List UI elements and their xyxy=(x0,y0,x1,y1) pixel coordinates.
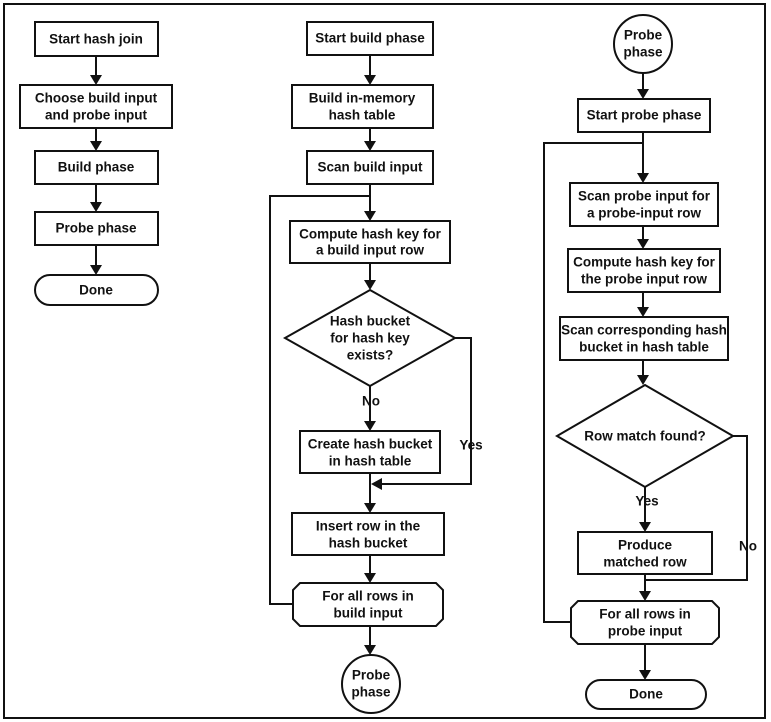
edge-loop-back xyxy=(543,142,643,623)
row-match-label: Row match found? xyxy=(584,429,706,444)
bucket-exists-decision: Hash bucket for hash key exists? xyxy=(282,288,458,388)
start-build-phase-box: Start build phase xyxy=(306,21,434,56)
scan-build-input-label: Scan build input xyxy=(318,160,423,175)
arrowhead xyxy=(364,503,376,513)
start-hash-join-box: Start hash join xyxy=(34,21,159,57)
arrowhead xyxy=(364,211,376,221)
loop-build-line1: For all rows in xyxy=(322,589,414,604)
arrowhead xyxy=(639,670,651,680)
left-column: Start hash join Choose build input and p… xyxy=(19,21,173,306)
arrowhead xyxy=(364,141,376,151)
arrowhead xyxy=(639,522,651,532)
arrowhead xyxy=(637,89,649,99)
scan-probe-input-box: Scan probe input for a probe-input row xyxy=(569,182,719,227)
arrowhead xyxy=(90,202,102,212)
scan-bucket-line2: bucket in hash table xyxy=(579,340,709,355)
edge-yes-branch xyxy=(380,337,472,485)
compute-hash-key-line2: a build input row xyxy=(316,243,424,258)
produce-row-box: Produce matched row xyxy=(577,531,713,575)
probe-phase-connector: Probe phase xyxy=(341,654,401,714)
arrowhead xyxy=(637,173,649,183)
loop-all-build-rows: For all rows in build input xyxy=(292,582,444,627)
bucket-exists-line3: exists? xyxy=(347,348,394,363)
build-column: Start build phase Build in-memory hash t… xyxy=(269,21,483,714)
insert-row-line1: Insert row in the xyxy=(316,519,421,534)
probe-connector-line1: Probe xyxy=(352,668,391,683)
arrowhead xyxy=(637,375,649,385)
bucket-exists-line2: for hash key xyxy=(330,331,410,346)
yes-branch-label: Yes xyxy=(635,494,658,509)
arrowhead xyxy=(364,280,376,290)
produce-row-line1: Produce xyxy=(618,538,673,553)
probe-phase-label: Probe phase xyxy=(55,221,137,236)
scan-bucket-box: Scan corresponding hash bucket in hash t… xyxy=(559,316,729,361)
scan-bucket-line1: Scan corresponding hash xyxy=(561,323,727,338)
create-bucket-line2: in hash table xyxy=(329,454,412,469)
produce-row-line2: matched row xyxy=(603,555,687,570)
build-phase-label: Build phase xyxy=(58,160,135,175)
arrowhead xyxy=(364,645,376,655)
create-bucket-line1: Create hash bucket xyxy=(308,437,433,452)
probe-phase-start-connector: Probe phase xyxy=(613,14,673,74)
row-match-decision: Row match found? xyxy=(555,383,735,489)
arrowhead xyxy=(639,591,651,601)
start-probe-phase-label: Start probe phase xyxy=(587,108,702,123)
arrowhead xyxy=(364,421,376,431)
arrowhead xyxy=(364,75,376,85)
arrowhead xyxy=(637,307,649,317)
scan-build-input-box: Scan build input xyxy=(306,150,434,185)
loop-probe-line2: probe input xyxy=(608,624,683,639)
compute-probe-hash-box: Compute hash key for the probe input row xyxy=(567,248,721,293)
probe-done-terminal: Done xyxy=(585,679,707,710)
arrowhead xyxy=(364,573,376,583)
start-hash-join-label: Start hash join xyxy=(49,32,143,47)
compute-probe-line2: the probe input row xyxy=(581,272,707,287)
arrowhead xyxy=(90,265,102,275)
scan-probe-line1: Scan probe input for xyxy=(578,189,711,204)
arrowhead xyxy=(637,239,649,249)
start-probe-phase-box: Start probe phase xyxy=(577,98,711,133)
done-terminal: Done xyxy=(34,274,159,306)
choose-inputs-box: Choose build input and probe input xyxy=(19,84,173,129)
arrowhead xyxy=(371,478,382,490)
arrowhead xyxy=(90,141,102,151)
loop-probe-line1: For all rows in xyxy=(599,607,691,622)
scan-probe-line2: a probe-input row xyxy=(587,206,701,221)
probe-phase-box: Probe phase xyxy=(34,211,159,246)
start-build-phase-label: Start build phase xyxy=(315,31,425,46)
probe-start-line1: Probe xyxy=(624,28,663,43)
probe-start-line2: phase xyxy=(623,45,663,60)
insert-row-line2: hash bucket xyxy=(329,536,408,551)
choose-inputs-label-line1: Choose build input xyxy=(35,91,158,106)
compute-hash-key-line1: Compute hash key for xyxy=(299,227,442,242)
compute-hash-key-box: Compute hash key for a build input row xyxy=(289,220,451,264)
arrowhead xyxy=(90,75,102,85)
probe-done-label: Done xyxy=(629,687,663,702)
build-hash-table-box: Build in-memory hash table xyxy=(291,84,434,129)
build-phase-box: Build phase xyxy=(34,150,159,185)
insert-row-box: Insert row in the hash bucket xyxy=(291,512,445,556)
loop-build-line2: build input xyxy=(334,606,403,621)
loop-all-probe-rows: For all rows in probe input xyxy=(570,600,720,645)
build-hash-table-line1: Build in-memory xyxy=(309,91,416,106)
edge-loop-back xyxy=(269,195,370,605)
edge-no-branch xyxy=(645,435,748,581)
compute-probe-line1: Compute hash key for xyxy=(573,255,716,270)
probe-connector-line2: phase xyxy=(351,685,391,700)
bucket-exists-line1: Hash bucket xyxy=(330,314,411,329)
done-label: Done xyxy=(79,283,113,298)
create-bucket-box: Create hash bucket in hash table xyxy=(299,430,441,474)
build-hash-table-line2: hash table xyxy=(329,108,396,123)
probe-column: Probe phase Start probe phase Scan probe… xyxy=(543,14,757,710)
choose-inputs-label-line2: and probe input xyxy=(45,108,147,123)
